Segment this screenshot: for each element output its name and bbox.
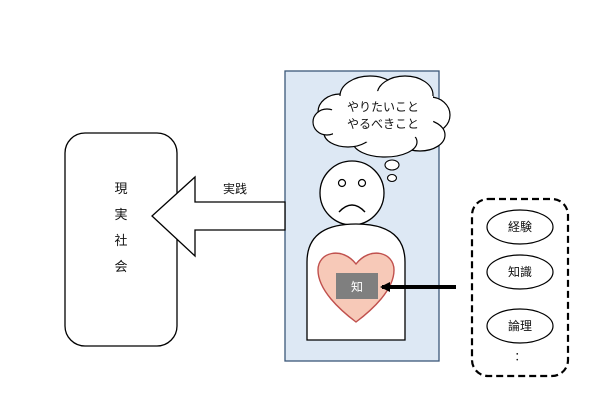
society-char-3: 社: [114, 233, 127, 249]
input-item-knowledge: [486, 254, 554, 290]
input-item-experience-label: 経験: [508, 219, 532, 234]
left-eye: [337, 178, 347, 188]
society-char-1: 現: [114, 182, 127, 197]
thought-cloud-core: [330, 91, 434, 143]
thought-bubble-medium: [384, 159, 400, 171]
right-eye: [357, 178, 367, 188]
input-item-experience: [486, 209, 554, 245]
thought-line-2: やるべきこと: [347, 117, 419, 131]
knowledge-label: 知: [351, 280, 363, 294]
face: [319, 160, 385, 226]
input-item-logic: [486, 308, 554, 344]
knowledge-box: [336, 273, 378, 299]
thought-line-1: やりたいこと: [347, 100, 419, 114]
inputs-more: ：: [515, 350, 526, 363]
practice-arrow: [151, 175, 286, 258]
practice-arrow-label: 実践: [223, 181, 247, 196]
thought-bubble-small: [386, 173, 398, 183]
society-char-4: 会: [114, 260, 127, 275]
society-char-2: 実: [114, 207, 127, 223]
input-item-logic-label: 論理: [508, 318, 532, 333]
input-item-knowledge-label: 知識: [508, 265, 532, 279]
frown-mouth: [338, 204, 366, 213]
